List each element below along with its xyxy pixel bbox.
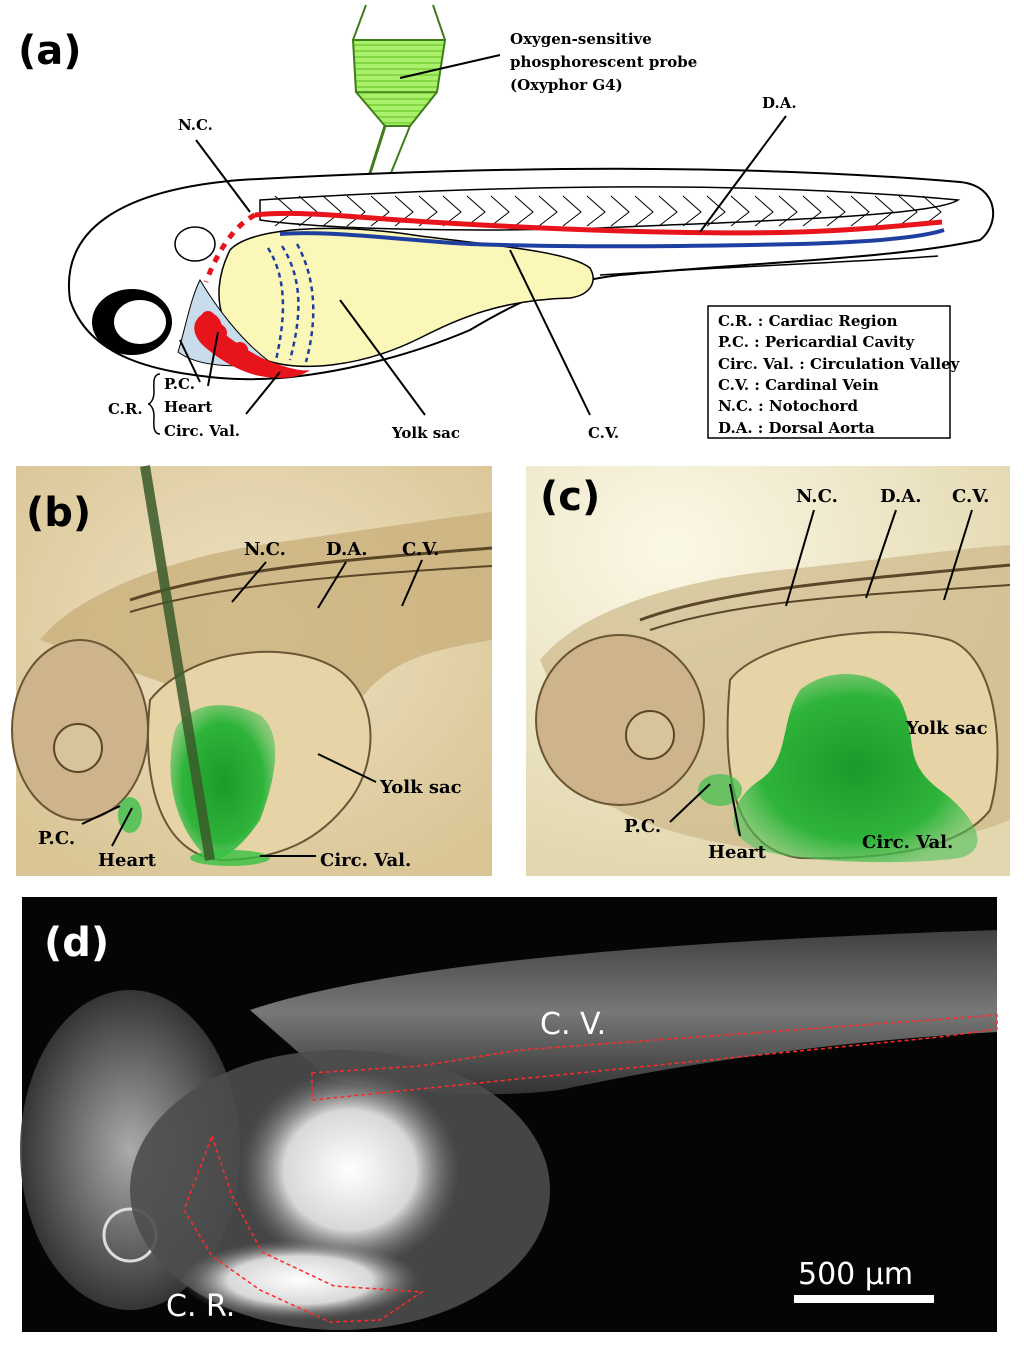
somite-chevron: [826, 195, 846, 227]
somite-chevron: [562, 195, 582, 227]
legend-item-circ-val: Circ. Val. : Circulation Valley: [718, 355, 961, 373]
dorsal-aorta-line: [254, 210, 943, 236]
somite-chevron: [754, 195, 774, 227]
label-cv-b: C.V.: [402, 539, 439, 560]
somite-chevron: [490, 195, 510, 227]
label-circ-val-b: Circ. Val.: [320, 850, 411, 871]
label-heart-c: Heart: [708, 842, 767, 863]
somite-chevron: [346, 195, 366, 227]
panel-c-pointers: [669, 509, 973, 837]
label-yolk-sac-c: Yolk sac: [905, 718, 988, 739]
panel-c-letter: (c): [540, 474, 600, 520]
green-stain-b: [170, 705, 276, 861]
panel-b-pointers: [81, 559, 423, 857]
label-pc-a: P.C.: [164, 375, 195, 393]
label-pc-b: P.C.: [38, 828, 75, 849]
label-nc-c: N.C.: [796, 486, 838, 507]
panel-a-letter: (a): [18, 28, 82, 74]
somite-chevron: [778, 195, 798, 227]
label-cr-d: C. R.: [166, 1289, 235, 1324]
somite-chevron: [898, 195, 918, 227]
label-circ-val-c: Circ. Val.: [862, 832, 953, 853]
green-stain-c: [733, 673, 978, 863]
label-da-b: D.A.: [326, 539, 367, 560]
somite-chevron: [730, 195, 750, 227]
probe-label-line1: Oxygen-sensitive: [510, 30, 652, 48]
label-pc-c: P.C.: [624, 816, 661, 837]
label-nc-a: N.C.: [178, 116, 213, 134]
somite-chevron: [850, 195, 870, 227]
panel-b: (b) N.C. D.A. C.V. Yolk sac P.C. Heart C…: [11, 465, 493, 876]
legend-item-cv: C.V. : Cardinal Vein: [718, 376, 879, 394]
label-cv-c: C.V.: [952, 486, 989, 507]
somite-chevron: [586, 195, 606, 227]
somite-chevron: [466, 195, 486, 227]
probe-label-line3: (Oxyphor G4): [510, 76, 623, 94]
fluorescent-yolk: [240, 1070, 460, 1270]
label-circ-val-a: Circ. Val.: [164, 422, 240, 440]
somite-chevron: [610, 195, 630, 227]
legend-box: [707, 305, 951, 439]
flow-arrows: [266, 243, 315, 363]
cardinal-vein-line: [279, 228, 945, 249]
legend-item-cr: C.R. : Cardiac Region: [718, 312, 898, 330]
label-da-c: D.A.: [880, 486, 921, 507]
label-cr-a: C.R.: [108, 400, 143, 418]
label-nc-b: N.C.: [244, 539, 286, 560]
legend-item-nc: N.C. : Notochord: [718, 397, 858, 415]
panel-b-letter: (b): [26, 490, 91, 536]
panel-d: (d) C. V. C. R. 500 μm: [20, 897, 998, 1332]
label-da-a: D.A.: [762, 94, 797, 112]
somite-chevron: [802, 195, 822, 227]
label-heart-a: Heart: [164, 398, 212, 416]
somite-chevron: [634, 195, 654, 227]
somite-chevron: [658, 195, 678, 227]
scale-bar-label: 500 μm: [798, 1257, 913, 1292]
somite-chevron: [370, 195, 390, 227]
somite-chevron: [874, 195, 894, 227]
legend-item-da: D.A. : Dorsal Aorta: [718, 419, 875, 437]
label-yolk-sac-b: Yolk sac: [379, 777, 462, 798]
somite-chevron: [514, 195, 534, 227]
panel-a: (a): [18, 4, 994, 442]
somite-chevron: [322, 195, 342, 227]
somite-chevron: [706, 195, 726, 227]
panel-d-letter: (d): [44, 920, 109, 966]
panel-a-pointers: [179, 54, 787, 416]
otic-vesicle: [174, 226, 216, 262]
somite-chevron: [682, 195, 702, 227]
label-cv-a: C.V.: [588, 424, 619, 442]
label-cv-d: C. V.: [540, 1007, 606, 1042]
scale-bar: [794, 1295, 934, 1303]
label-heart-b: Heart: [98, 850, 157, 871]
legend-item-pc: P.C. : Pericardial Cavity: [718, 333, 916, 351]
cv-roi-outline: [311, 1014, 998, 1101]
pericardial-cavity: [177, 278, 272, 367]
label-yolk-sac-a: Yolk sac: [391, 424, 460, 442]
probe-label-line2: phosphorescent probe: [510, 53, 697, 71]
cr-roi-outline: [183, 1133, 425, 1323]
somite-chevron: [538, 195, 558, 227]
panel-c: (c) N.C. D.A. C.V. Yolk sac P.C. Heart C…: [526, 466, 1011, 876]
